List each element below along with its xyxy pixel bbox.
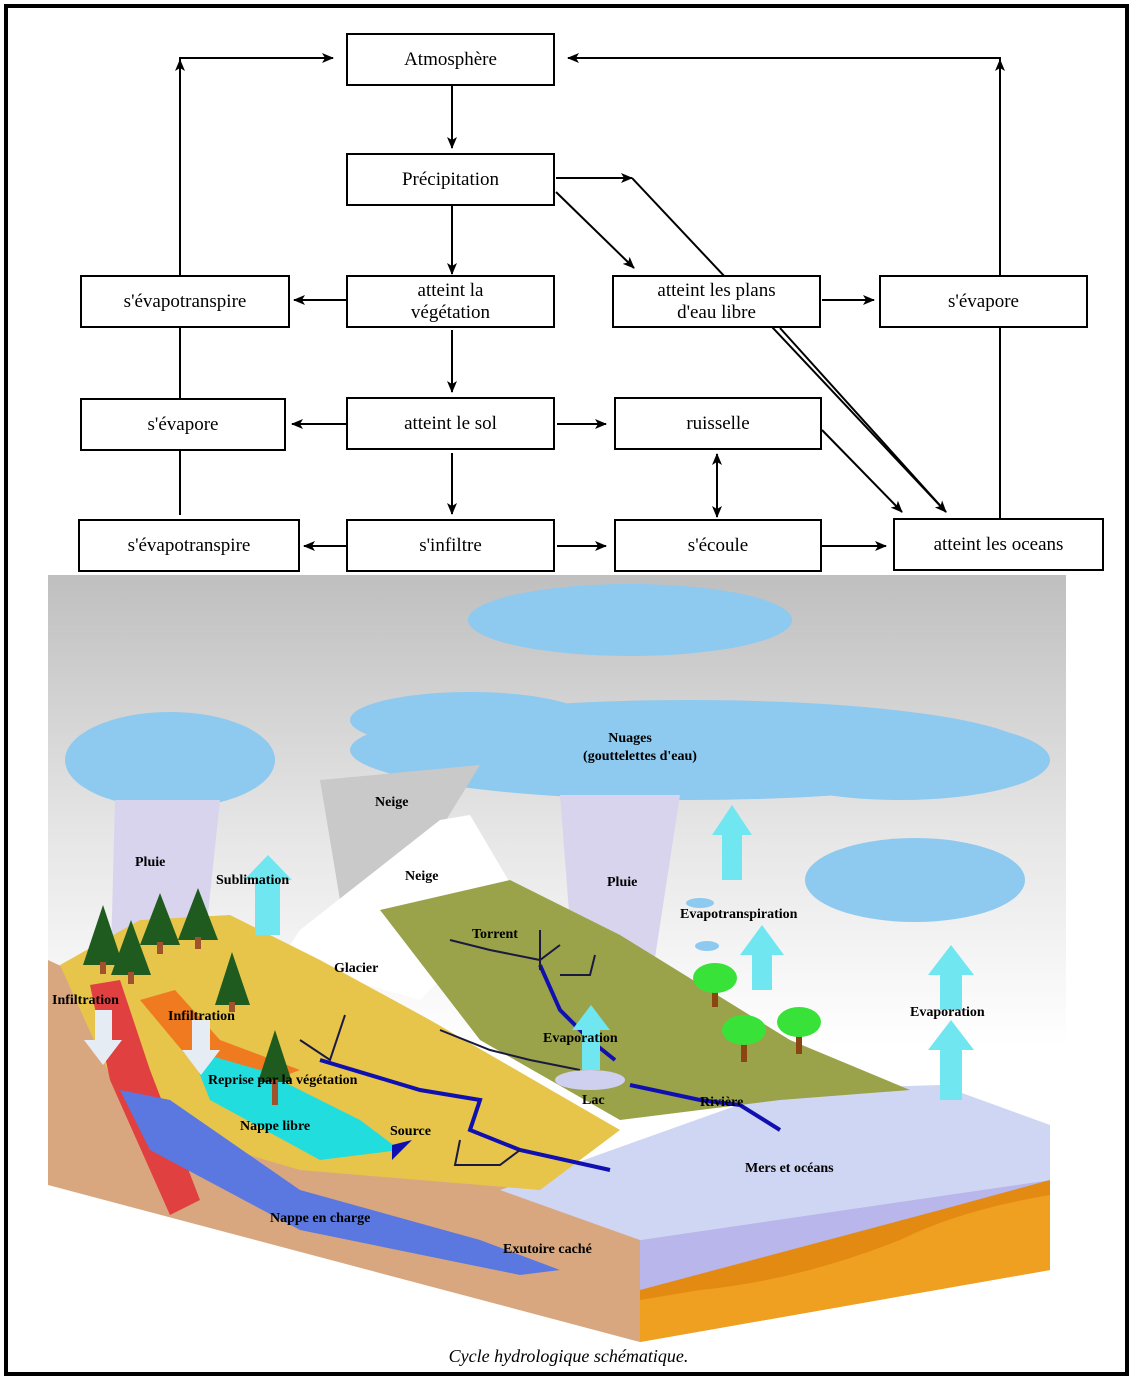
- green-hill: [380, 880, 910, 1120]
- lake: [555, 1070, 625, 1090]
- river-riviere: [629, 1083, 782, 1132]
- label-pluie-right: Pluie: [607, 875, 637, 890]
- arrow-evaporation-lake: [572, 1005, 610, 1070]
- label-source: Source: [390, 1124, 431, 1139]
- box-evapore-right: s'évapore: [879, 275, 1088, 328]
- arrow-precip-oceans: [631, 177, 947, 513]
- label-neige-1: Neige: [375, 795, 408, 810]
- cloud-left: [65, 712, 275, 808]
- label-reprise: Reprise par la végétation: [208, 1073, 358, 1088]
- aquifer-orange: [140, 990, 300, 1085]
- label-infiltration-1: Infiltration: [52, 993, 119, 1008]
- label-mers: Mers et océans: [745, 1161, 834, 1176]
- arrow-precip-eau: [555, 191, 635, 269]
- arrow-right-loop: [567, 53, 1001, 518]
- snow-gray: [320, 765, 480, 900]
- arrow-ruiss-oceans: [821, 429, 903, 513]
- figure-caption: Cycle hydrologique schématique.: [448, 1346, 689, 1366]
- label-evaporation-sea: Evaporation: [910, 1005, 985, 1020]
- label-pluie-left: Pluie: [135, 855, 165, 870]
- label-exutoire: Exutoire caché: [503, 1242, 592, 1257]
- label-nuages-sub: (gouttelettes d'eau): [583, 749, 697, 764]
- label-riviere: Rivière: [700, 1095, 743, 1110]
- box-plans-eau: atteint les plans d'eau libre: [612, 275, 821, 328]
- label-nappe-charge: Nappe en charge: [270, 1211, 370, 1226]
- deciduous-trees: [693, 963, 821, 1062]
- label-nuages: Nuages: [608, 731, 652, 746]
- label-neige-2: Neige: [405, 869, 438, 884]
- box-evapotranspire-bottom: s'évapotranspire: [78, 519, 300, 572]
- label-lac: Lac: [582, 1093, 605, 1108]
- label-infiltration-2: Infiltration: [168, 1009, 235, 1024]
- label-torrent: Torrent: [472, 927, 518, 942]
- water-cycle-illustration: Nuages (gouttelettes d'eau) Neige Neige …: [48, 575, 1066, 1342]
- arrow-evapotranspiration-1: [712, 805, 752, 880]
- label-glacier: Glacier: [334, 961, 378, 976]
- label-evaporation-lake: Evaporation: [543, 1031, 618, 1046]
- arrow-infiltration-1: [84, 1010, 122, 1065]
- arrow-evaporation-sea-2: [928, 945, 974, 1010]
- box-infiltre: s'infiltre: [346, 519, 555, 572]
- box-ecoule: s'écoule: [614, 519, 822, 572]
- nappe-charge: [120, 1090, 560, 1275]
- label-sublimation: Sublimation: [216, 873, 289, 888]
- box-vegetation: atteint la végétation: [346, 275, 555, 328]
- river-main: [319, 1058, 611, 1172]
- box-atmosphere: Atmosphère: [346, 33, 555, 86]
- box-evapore-left: s'évapore: [80, 398, 286, 451]
- label-evapotranspiration: Evapotranspiration: [680, 907, 798, 922]
- nappe-libre: [190, 1050, 400, 1160]
- arrow-evapotranspiration-2: [740, 925, 784, 990]
- river-torrent: [538, 964, 617, 1062]
- arrow-evaporation-sea: [928, 1020, 974, 1100]
- box-ruisselle: ruisselle: [614, 397, 822, 450]
- box-precipitation: Précipitation: [346, 153, 555, 206]
- ocean-top: [500, 1085, 1050, 1240]
- arrow-left-loop: [179, 53, 334, 515]
- arrow-eau-oceans: [779, 327, 947, 513]
- arrow-infiltration-2: [182, 1020, 220, 1075]
- flowchart-connectors: [175, 53, 1005, 551]
- source-marker: [392, 1140, 412, 1160]
- label-nappe-libre: Nappe libre: [240, 1119, 310, 1134]
- cloud-top: [468, 584, 792, 656]
- box-oceans: atteint les oceans: [893, 518, 1104, 571]
- conifers: [83, 888, 292, 1105]
- arrow-sublimation: [244, 855, 292, 935]
- box-sol: atteint le sol: [346, 397, 555, 450]
- box-evapotranspire-top: s'évapotranspire: [80, 275, 290, 328]
- cloud-right: [805, 838, 1025, 922]
